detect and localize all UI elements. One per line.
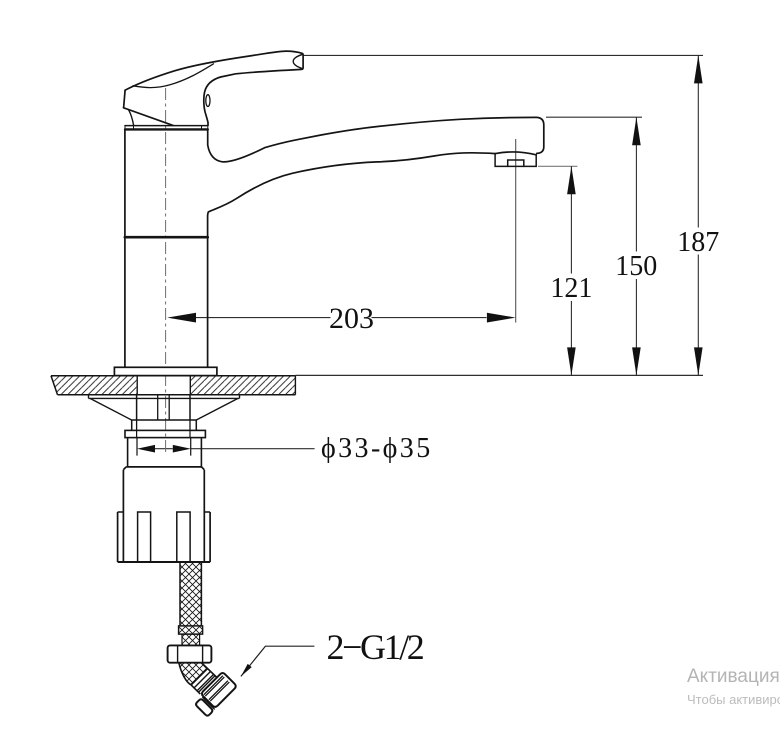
svg-text:ϕ33-ϕ35: ϕ33-ϕ35: [321, 433, 433, 464]
svg-text:121: 121: [550, 273, 592, 304]
svg-text:2−G1/2: 2−G1/2: [327, 627, 424, 667]
svg-text:187: 187: [677, 227, 719, 258]
svg-text:150: 150: [615, 251, 657, 282]
svg-text:203: 203: [329, 302, 374, 335]
